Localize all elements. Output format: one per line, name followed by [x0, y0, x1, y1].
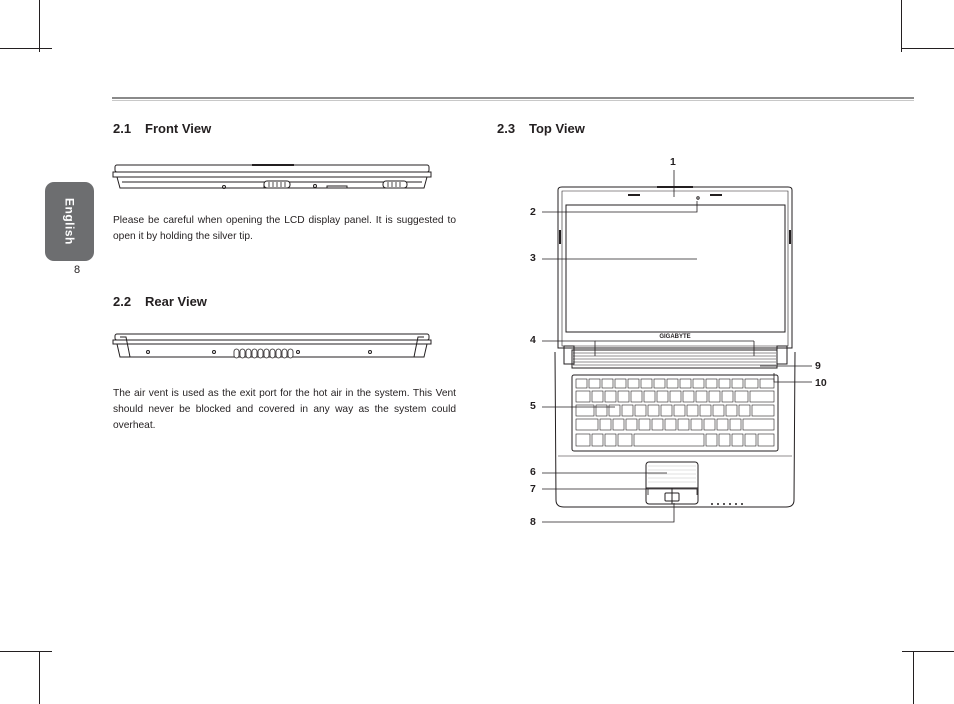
section-title: Top View — [529, 121, 585, 136]
section-heading-rear-view: 2.2 Rear View — [113, 294, 207, 309]
crop-mark — [39, 0, 40, 52]
crop-mark — [913, 651, 914, 704]
language-tab — [45, 182, 94, 261]
callout-label: 6 — [530, 466, 536, 478]
callout-label: 4 — [530, 334, 536, 346]
section-title: Rear View — [145, 294, 207, 309]
callout-label: 5 — [530, 400, 536, 412]
crop-mark — [902, 48, 954, 49]
rear-view-illustration — [112, 333, 432, 359]
crop-mark — [901, 0, 902, 52]
callout-label: 1 — [670, 156, 676, 168]
section-title: Front View — [145, 121, 212, 136]
callout-label: 3 — [530, 252, 536, 264]
callout-label: 10 — [815, 377, 827, 389]
crop-mark — [0, 651, 52, 652]
section-number: 2.3 — [497, 121, 516, 136]
rear-view-description: The air vent is used as the exit port fo… — [113, 388, 456, 431]
header-rule — [112, 100, 914, 101]
section-number: 2.1 — [113, 121, 132, 136]
page-number: 8 — [74, 264, 81, 276]
header-rule — [112, 97, 914, 99]
top-view-illustration: GIGABYTE — [554, 186, 796, 508]
callout-label: 7 — [530, 483, 536, 495]
front-view-description: Please be careful when opening the LCD d… — [113, 215, 456, 242]
callout-label: 8 — [530, 516, 536, 528]
section-heading-top-view: 2.3 Top View — [497, 121, 585, 136]
section-heading-front-view: 2.1 Front View — [113, 121, 211, 136]
crop-mark — [0, 48, 52, 49]
crop-mark — [902, 651, 954, 652]
callout-label: 2 — [530, 206, 536, 218]
language-tab-label: English — [62, 197, 77, 245]
front-view-illustration — [112, 164, 432, 189]
callout-label: 9 — [815, 360, 821, 372]
section-number: 2.2 — [113, 294, 132, 309]
crop-mark — [39, 651, 40, 704]
brand-logo: GIGABYTE — [659, 334, 690, 340]
